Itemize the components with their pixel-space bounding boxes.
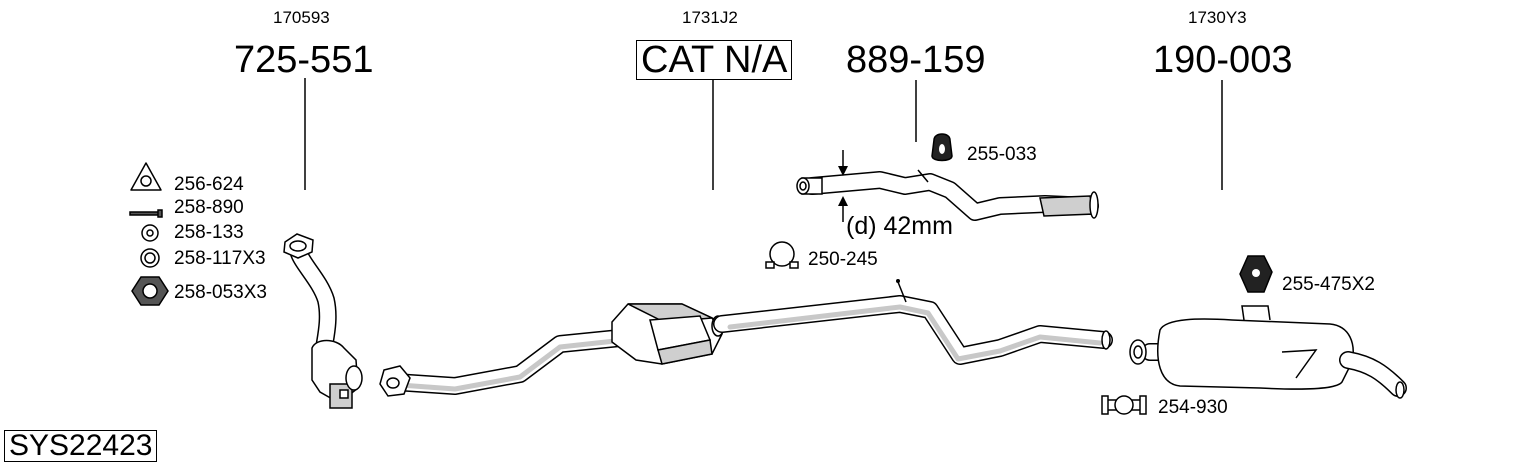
clamp-middle-icon (765, 241, 799, 269)
catalyst-ref: 1731J2 (682, 8, 738, 27)
bolt-icon (129, 209, 163, 218)
rubber-mount-rear-label[interactable]: 255-475X2 (1282, 274, 1375, 295)
gasket-3bolt-icon (130, 162, 162, 191)
washer-label[interactable]: 258-117X3 (174, 248, 266, 269)
tail-of-main-pipe-shape (713, 279, 1113, 365)
middle-pipe-shape (796, 169, 1099, 221)
rear-silencer-ref: 1730Y3 (1188, 8, 1247, 27)
diameter-note: (d) 42mm (846, 212, 953, 240)
front-pipe-number[interactable]: 725-551 (234, 39, 374, 81)
front-pipe-ref: 170593 (273, 8, 330, 27)
front-pipe-shape (283, 233, 363, 409)
system-id: SYS22423 (4, 430, 158, 462)
clamp-rear-label[interactable]: 254-930 (1158, 397, 1228, 418)
rubber-mount-middle-icon (931, 133, 953, 162)
gasket-3bolt-label[interactable]: 256-624 (174, 174, 244, 195)
rubber-mount-rear-icon (1239, 255, 1273, 293)
bolt-label[interactable]: 258-890 (174, 197, 244, 218)
clamp-rear-icon (1101, 395, 1147, 415)
catalyst-shape (611, 303, 725, 365)
clamp-middle-label[interactable]: 250-245 (808, 249, 878, 270)
rubber-mount-middle-label[interactable]: 255-033 (967, 144, 1037, 165)
washer-icon (140, 248, 160, 268)
ring-label[interactable]: 258-133 (174, 222, 244, 243)
nut-label[interactable]: 258-053X3 (174, 282, 267, 303)
catalyst-number[interactable]: CAT N/A (636, 40, 793, 80)
rear-silencer-number[interactable]: 190-003 (1153, 39, 1293, 81)
middle-pipe-number[interactable]: 889-159 (846, 39, 986, 81)
ring-icon (141, 224, 159, 242)
rear-silencer-shape (1129, 305, 1407, 399)
nut-icon (131, 276, 169, 306)
diameter-arrows-icon (838, 150, 848, 222)
main-pipe-shape (379, 329, 629, 397)
